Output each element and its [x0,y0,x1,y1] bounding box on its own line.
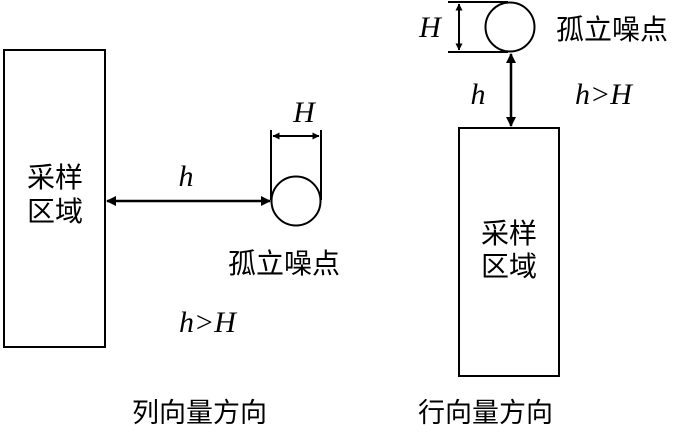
right-size-label: H [418,11,443,44]
right-sampling-region [458,127,560,377]
right-condition-label: h>H [575,78,634,111]
right-noise-label: 孤立噪点 [556,13,668,46]
left-caption: 列向量方向 [132,398,267,429]
left-distance-label: h [179,160,194,193]
left-condition-label: h>H [179,306,238,339]
right-caption: 行向量方向 [418,398,553,429]
right-distance-label: h [471,78,486,111]
left-panel: 采样 区域 h H 孤立噪点 h>H 列向量方向 [3,49,340,429]
right-noise-point [484,1,536,53]
left-noise-point [270,175,322,227]
right-panel: H 孤立噪点 h h>H 采样 区域 行向量方向 [418,1,668,429]
right-region-label-line1: 采样 [481,217,537,250]
left-region-label-line2: 区域 [27,195,83,228]
left-noise-label: 孤立噪点 [228,247,340,280]
left-region-label-line1: 采样 [27,161,83,194]
right-region-label-line2: 区域 [481,250,537,283]
left-size-label: H [292,96,317,129]
left-sampling-region [3,49,106,348]
